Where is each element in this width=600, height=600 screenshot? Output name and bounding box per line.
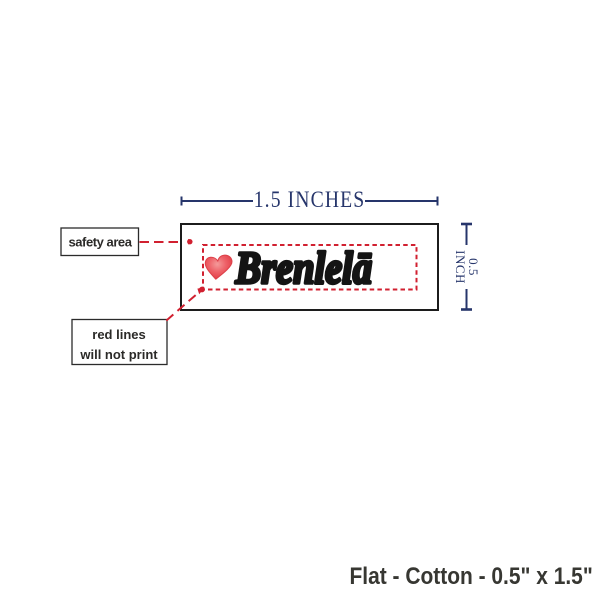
svg-text:red lines: red lines bbox=[92, 327, 145, 342]
svg-text:Brenlelā: Brenlelā bbox=[235, 243, 372, 294]
svg-text:0.5: 0.5 bbox=[466, 258, 481, 276]
svg-text:1.5 INCHES: 1.5 INCHES bbox=[254, 187, 366, 213]
svg-text:Flat - Cotton - 0.5" x 1.5": Flat - Cotton - 0.5" x 1.5" bbox=[350, 563, 593, 590]
svg-text:INCH: INCH bbox=[453, 250, 468, 284]
svg-text:will not print: will not print bbox=[79, 347, 158, 362]
svg-text:safety area: safety area bbox=[69, 235, 133, 250]
